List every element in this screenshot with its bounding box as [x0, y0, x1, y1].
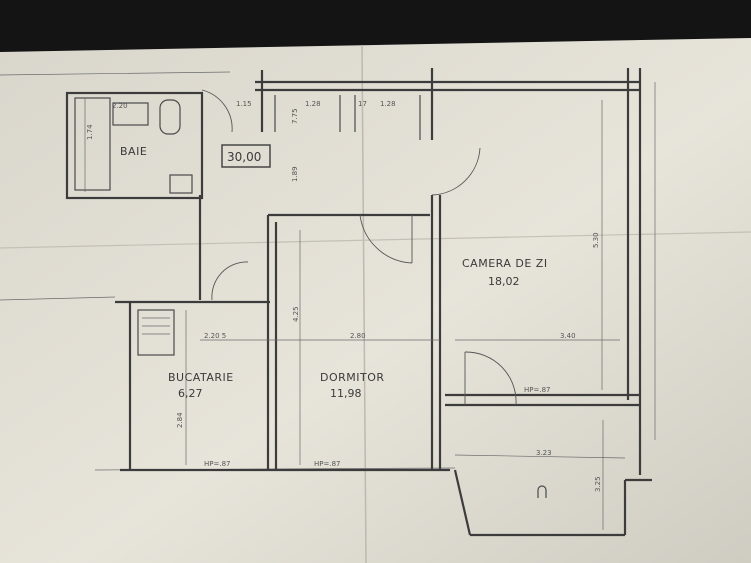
- balcony: [445, 351, 652, 537]
- room-area-camera: 18,02: [488, 275, 520, 288]
- dimension-label: 2.20 5: [204, 332, 226, 340]
- dimension-label: 1.74: [86, 124, 94, 140]
- dimension-label: HP=.87: [314, 460, 340, 468]
- dimension-label: 2.20: [112, 102, 128, 110]
- kitchen: [115, 195, 270, 472]
- dimension-label: 1.89: [291, 166, 299, 182]
- dimension-label: 1.28: [305, 100, 321, 108]
- dimension-label: 1.15: [236, 100, 252, 108]
- dimension-label: HP=.87: [524, 386, 550, 394]
- bathroom: [65, 89, 233, 200]
- dimension-label: HP=.87: [204, 460, 230, 468]
- room-area-dormitor: 11,98: [330, 387, 362, 400]
- top-walls: [255, 68, 642, 400]
- bedroom: [266, 147, 481, 472]
- room-label-camera: CAMERA DE ZI: [462, 257, 548, 270]
- fold-line-horizontal: [0, 231, 751, 249]
- dimension-label: 3.40: [560, 332, 576, 340]
- room-label-dormitor: DORMITOR: [320, 371, 385, 384]
- dimension-label: 3.23: [536, 449, 552, 457]
- border-line-left: [0, 296, 116, 301]
- room-label-baie: BAIE: [120, 145, 147, 158]
- dimension-label: 5.30: [592, 232, 600, 248]
- fold-line-vertical: [361, 44, 367, 563]
- border-line: [0, 71, 231, 76]
- hall-area-value: 30,00: [227, 150, 261, 164]
- room-label-bucatarie: BUCATARIE: [168, 371, 234, 384]
- dimension-label: 4.25: [292, 306, 300, 322]
- dimension-lines: [84, 98, 620, 530]
- hall-area-box: [221, 144, 271, 168]
- dimension-label: 17: [358, 100, 367, 108]
- dimension-label: 1.28: [380, 100, 396, 108]
- dimension-label: 3.25: [594, 476, 602, 492]
- dimension-label: 7.75: [291, 108, 299, 124]
- paper: [0, 38, 751, 563]
- dimension-label: 2.80: [350, 332, 366, 340]
- dimension-label: 2.84: [176, 412, 184, 428]
- room-area-bucatarie: 6,27: [178, 387, 203, 400]
